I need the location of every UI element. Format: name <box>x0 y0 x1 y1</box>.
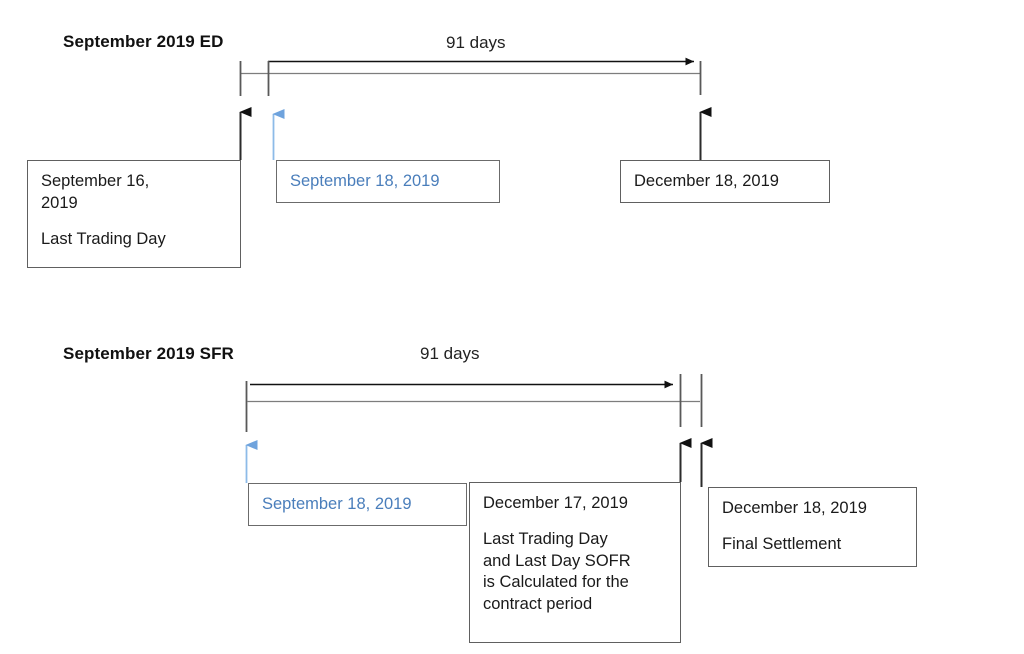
ed-span-label: 91 days <box>446 33 506 52</box>
ed-box-start-date: September 18, 2019 <box>276 160 500 203</box>
ed-box-end-date: December 18, 2019 <box>620 160 830 203</box>
sfr-box2-line3: and Last Day SOFR <box>483 551 631 570</box>
sfr-box3-line2: Final Settlement <box>722 534 842 553</box>
sfr-box2-line5: contract period <box>483 595 593 614</box>
ed-box3-line1: December 18, 2019 <box>634 171 779 190</box>
sfr-box-start-date: September 18, 2019 <box>248 483 467 526</box>
sfr-box2-line1: December 17, 2019 <box>483 494 628 512</box>
sfr-box1-line1: September 18, 2019 <box>262 494 412 513</box>
sfr-span-label: 91 days <box>420 344 480 363</box>
sfr-box2-line4: is Calculated for the <box>483 573 629 592</box>
sfr-box-last-trading-day: December 17, 2019 Last Trading Day and L… <box>469 482 681 643</box>
sfr-box3-line1: December 18, 2019 <box>722 499 867 517</box>
ed-box1-line2: 2019 <box>41 193 78 212</box>
ed-box2-line1: September 18, 2019 <box>290 171 440 190</box>
ed-box1-line3: Last Trading Day <box>41 229 166 248</box>
sfr-heading: September 2019 SFR <box>63 344 234 363</box>
ed-heading: September 2019 ED <box>63 32 224 51</box>
sfr-box-final-settlement: December 18, 2019 Final Settlement <box>708 487 917 567</box>
ed-box-last-trading-day: September 16, 2019 Last Trading Day <box>27 160 241 268</box>
sfr-box2-line2: Last Trading Day <box>483 529 608 548</box>
ed-box1-line1: September 16, <box>41 172 150 190</box>
